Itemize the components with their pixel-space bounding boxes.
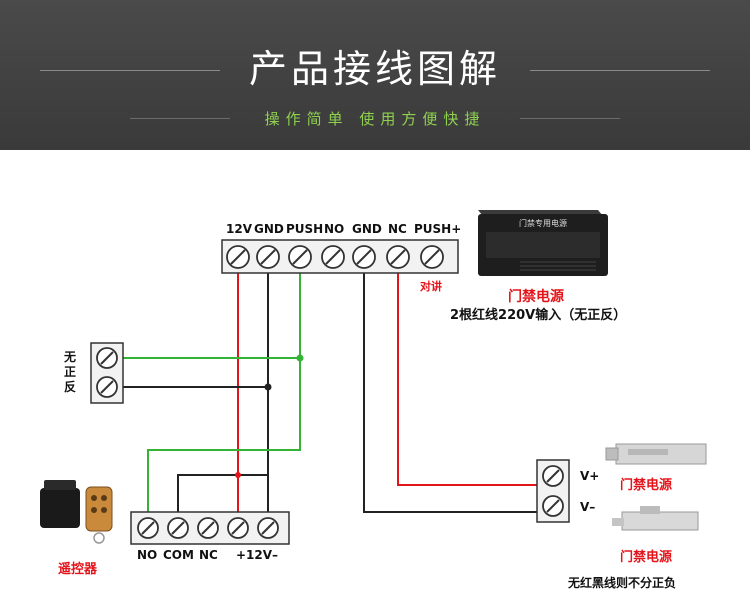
remote-label-12v: +12V– — [236, 548, 279, 562]
left-terminal-block — [90, 342, 124, 404]
terminal-label-push-plus: PUSH+ — [414, 222, 462, 236]
page-subtitle: 操作简单 使用方便快捷 — [264, 110, 486, 128]
remote-terminal-block — [130, 511, 290, 545]
terminal-label-push: PUSH — [286, 222, 324, 236]
power-supply-note: 2根红线220V输入（无正反） — [450, 308, 627, 323]
lock-terminal-block — [536, 459, 570, 523]
terminal-label-gnd: GND — [254, 222, 284, 236]
title-divider-right — [530, 70, 710, 71]
remote-label-com: COM — [163, 548, 194, 562]
junction-dot — [235, 472, 241, 478]
terminal-label-gnd2: GND — [352, 222, 382, 236]
lock-note: 无红黑线则不分正负 — [568, 576, 677, 590]
terminal-label-no: NO — [324, 222, 345, 236]
remote-image — [40, 480, 113, 544]
green-push-wire — [147, 272, 301, 518]
remote-label-nc: NC — [199, 548, 218, 562]
terminal-label-nc: NC — [388, 222, 407, 236]
left-terminal-label: 无正反 — [64, 350, 77, 394]
intercom-label: 对讲 — [420, 280, 442, 293]
header-banner: 产品接线图解 操作简单 使用方便快捷 — [0, 0, 750, 150]
lock2-name: 门禁电源 — [620, 550, 673, 565]
power-supply-image: 门禁专用电源 — [478, 210, 608, 276]
junction-dot — [296, 354, 304, 362]
lock-label-vplus: V+ — [580, 469, 600, 483]
subtitle-divider-right — [520, 118, 620, 119]
top-screws — [226, 245, 444, 269]
electric-bolt-image — [612, 506, 699, 531]
subtitle-divider-left — [130, 118, 230, 119]
magnetic-lock-image — [605, 443, 707, 465]
lock-label-vminus: V– — [580, 500, 596, 514]
remote-name: 遥控器 — [58, 562, 98, 577]
lock1-name: 门禁电源 — [620, 478, 673, 493]
black-lock-wire — [363, 272, 538, 513]
wire-junctions — [235, 354, 304, 478]
terminal-label-12v: 12V — [226, 222, 252, 236]
page-title: 产品接线图解 — [248, 47, 501, 91]
power-supply-name: 门禁电源 — [508, 289, 564, 305]
power-supply-device-text: 门禁专用电源 — [519, 218, 567, 228]
title-divider-left — [40, 70, 220, 71]
remote-label-no: NO — [137, 548, 158, 562]
junction-dot — [264, 383, 272, 391]
top-terminal-block — [221, 239, 459, 274]
red-lock-wire — [397, 272, 538, 486]
